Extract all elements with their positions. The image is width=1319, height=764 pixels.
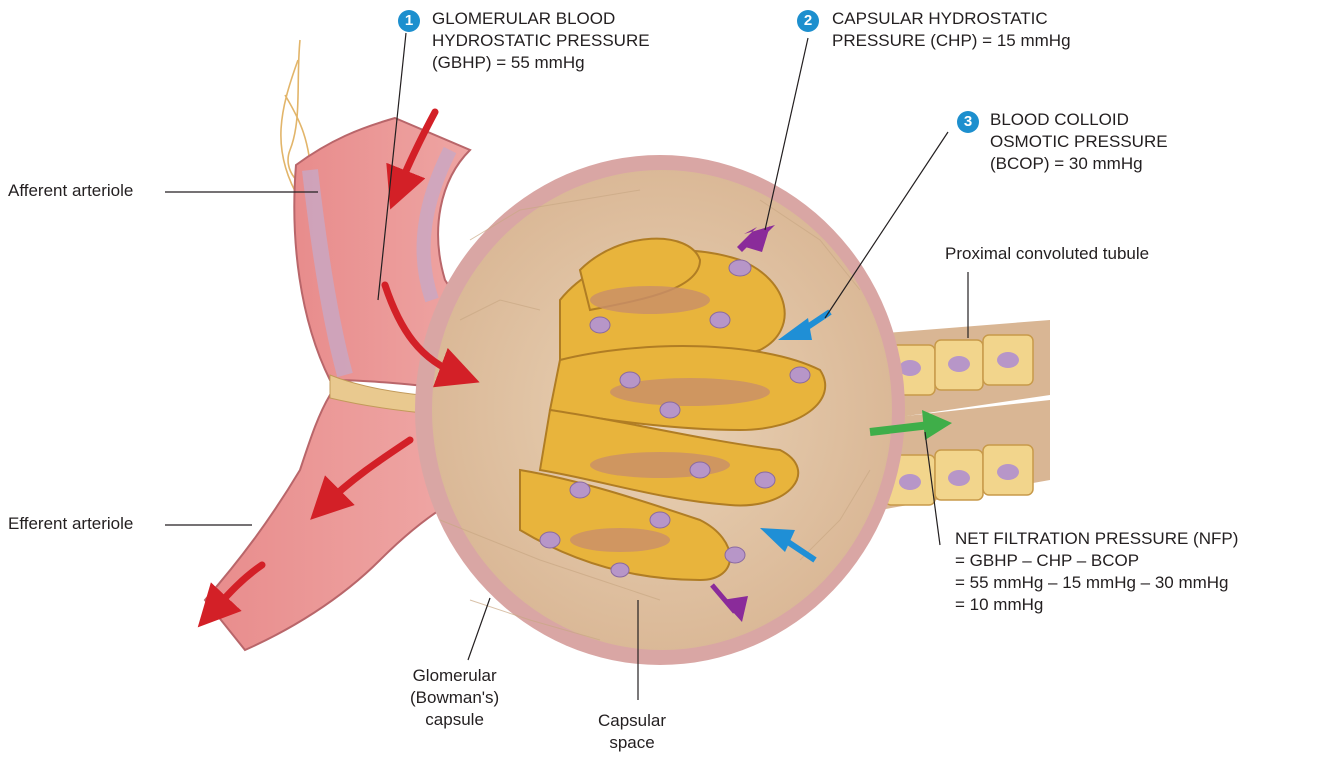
- chp-arrows: [710, 225, 775, 622]
- afferent-wall-layer: [302, 169, 353, 378]
- blood-flow-arrows: [197, 108, 480, 628]
- label-bcop-line1: BLOOD COLLOID: [990, 110, 1129, 129]
- label-gbhp-line1: GLOMERULAR BLOOD: [432, 9, 616, 28]
- label-nfp-line1: NET FILTRATION PRESSURE (NFP): [955, 529, 1239, 548]
- label-nfp: NET FILTRATION PRESSURE (NFP) = GBHP – C…: [955, 528, 1238, 616]
- label-bowmans-capsule: Glomerular (Bowman's) capsule: [410, 665, 499, 731]
- capsule-cell-pattern: [439, 189, 871, 641]
- label-nfp-line2: = GBHP – CHP – BCOP: [955, 551, 1140, 570]
- podocyte-nuclei: [539, 259, 811, 578]
- label-chp-line1: CAPSULAR HYDROSTATIC: [832, 9, 1048, 28]
- label-gbhp-line3: (GBHP) = 55 mmHg: [432, 53, 585, 72]
- label-capsular-space-line2: space: [609, 733, 655, 752]
- label-chp-line2: PRESSURE (CHP) = 15 mmHg: [832, 31, 1071, 50]
- label-bcop: BLOOD COLLOID OSMOTIC PRESSURE (BCOP) = …: [990, 109, 1168, 175]
- label-capsule-line2: (Bowman's): [410, 688, 500, 707]
- label-afferent-arteriole: Afferent arteriole: [8, 181, 134, 200]
- label-efferent-arteriole: Efferent arteriole: [8, 514, 134, 533]
- label-gbhp-line2: HYDROSTATIC PRESSURE: [432, 31, 650, 50]
- label-chp: CAPSULAR HYDROSTATIC PRESSURE (CHP) = 15…: [832, 8, 1071, 52]
- bcop-arrows: [760, 309, 832, 563]
- label-capsular-space: Capsular space: [598, 710, 666, 754]
- label-nfp-line3: = 55 mmHg – 15 mmHg – 30 mmHg: [955, 573, 1229, 592]
- label-bcop-line3: (BCOP) = 30 mmHg: [990, 154, 1143, 173]
- label-proximal-tubule: Proximal convoluted tubule: [945, 244, 1150, 263]
- label-nfp-line4: = 10 mmHg: [955, 595, 1044, 614]
- label-capsule-line3: capsule: [425, 710, 484, 729]
- nfp-arrow: [869, 410, 952, 440]
- label-gbhp: GLOMERULAR BLOOD HYDROSTATIC PRESSURE (G…: [432, 8, 650, 74]
- leader-lines: [165, 32, 969, 700]
- badge-bcop: 3: [957, 111, 979, 133]
- label-capsule-line1: Glomerular: [412, 666, 497, 685]
- badge-chp: 2: [797, 10, 819, 32]
- badge-gbhp: 1: [398, 10, 420, 32]
- label-bcop-line2: OSMOTIC PRESSURE: [990, 132, 1168, 151]
- label-capsular-space-line1: Capsular: [598, 711, 667, 730]
- afferent-wall-layer-right: [416, 146, 457, 303]
